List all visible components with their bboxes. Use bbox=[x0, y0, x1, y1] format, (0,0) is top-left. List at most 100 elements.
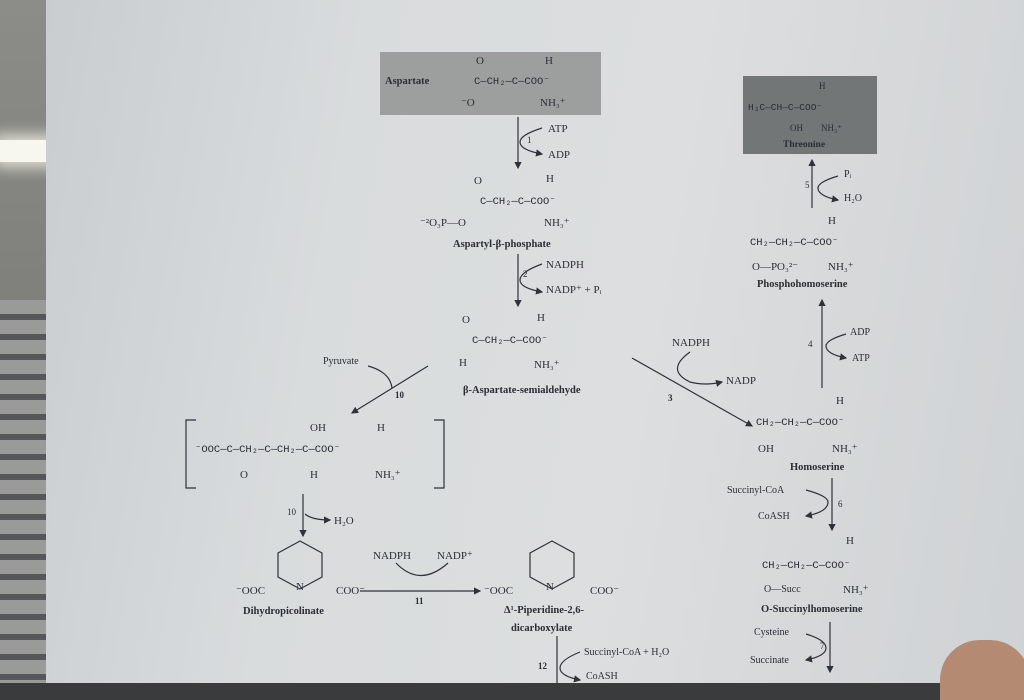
step7-number: 7 bbox=[820, 641, 825, 651]
threonine-highlight bbox=[743, 76, 877, 154]
succinylhomoserine-succ: O—Succ bbox=[764, 584, 801, 595]
aspartyl-phosphate-group: ⁻²O₃P—O bbox=[420, 217, 466, 229]
homoserine-h: H bbox=[836, 395, 844, 407]
aspartate-h: H bbox=[545, 55, 553, 67]
step11-nadph: NADPH bbox=[373, 550, 411, 562]
step4-number: 4 bbox=[808, 339, 813, 349]
phosphohomoserine-po: O—PO₃²⁻ bbox=[752, 261, 798, 273]
step5-h2o: H₂O bbox=[844, 193, 862, 204]
homoserine-nh3: NH₃⁺ bbox=[832, 443, 858, 455]
step10b-curve bbox=[304, 513, 332, 524]
step10b-number: 10 bbox=[287, 507, 296, 517]
step12-curve bbox=[559, 651, 582, 683]
step10a-curve bbox=[367, 365, 393, 389]
intermediate-h-top: H bbox=[377, 422, 385, 434]
aspartyl-nh3: NH₃⁺ bbox=[544, 217, 570, 229]
step1-adp: ADP bbox=[548, 149, 571, 161]
aspartate-nh3: NH₃⁺ bbox=[540, 97, 566, 109]
bracket-right bbox=[434, 419, 445, 489]
threonine-label: Threonine bbox=[783, 140, 826, 150]
step12-coash: CoASH bbox=[586, 671, 618, 682]
step10a-arrow bbox=[350, 365, 429, 414]
step10b-h2o: H₂O bbox=[334, 515, 354, 527]
homoserine-chain: CH₂—CH₂—C—COO⁻ bbox=[756, 417, 845, 429]
bracket-left bbox=[185, 419, 196, 489]
piperidine-right: COO⁻ bbox=[590, 585, 620, 597]
step3-curve bbox=[676, 351, 724, 387]
semialdehyde-h-left: H bbox=[459, 357, 467, 369]
dihydro-right: COO⁻ bbox=[336, 585, 366, 597]
step1-number: 1 bbox=[527, 135, 532, 145]
succinylhomoserine-chain: CH₂—CH₂—C—COO⁻ bbox=[762, 560, 851, 572]
aspartate-highlight bbox=[380, 52, 601, 115]
semialdehyde-label: β-Aspartate-semialdehyde bbox=[463, 385, 581, 396]
step1-atp: ATP bbox=[548, 123, 568, 135]
phosphohomoserine-label: Phosphohomoserine bbox=[757, 279, 848, 290]
step10a-number: 10 bbox=[395, 390, 404, 400]
aspartyl-o: O bbox=[474, 175, 482, 187]
step3-nadph: NADPH bbox=[672, 337, 710, 349]
step3-number: 3 bbox=[668, 393, 673, 403]
aspartate-label: Aspartate bbox=[385, 76, 430, 87]
step12-succinyl: Succinyl-CoA + H₂O bbox=[584, 647, 670, 658]
step5-number: 5 bbox=[805, 180, 810, 190]
pathway-drawing bbox=[185, 117, 848, 683]
step7-cysteine: Cysteine bbox=[754, 627, 789, 638]
step4-curve bbox=[825, 333, 848, 361]
step6-succinyl: Succinyl-CoA bbox=[727, 485, 785, 496]
semialdehyde-nh3: NH₃⁺ bbox=[534, 359, 560, 371]
threonine-chain: H₃C—CH—C—COO⁻ bbox=[748, 102, 823, 113]
step1-curve bbox=[519, 127, 544, 157]
threonine-h: H bbox=[819, 81, 826, 91]
dihydro-n: N bbox=[296, 581, 304, 593]
piperidine-label-line2: dicarboxylate bbox=[511, 623, 573, 634]
dihydro-left: ⁻OOC bbox=[236, 585, 266, 597]
succinylhomoserine-label: O-Succinylhomoserine bbox=[761, 604, 863, 615]
step6-curve bbox=[804, 489, 829, 519]
phosphohomoserine-chain: CH₂—CH₂—C—COO⁻ bbox=[750, 237, 839, 249]
step2-number: 2 bbox=[523, 269, 528, 279]
step11-number: 11 bbox=[415, 596, 424, 606]
semialdehyde-chain: C—CH₂—C—COO⁻ bbox=[472, 335, 548, 347]
thumb bbox=[940, 640, 1024, 700]
step4-atp: ATP bbox=[852, 353, 870, 364]
dihydropicolinate-label: Dihydropicolinate bbox=[243, 606, 324, 617]
piperidine-ring bbox=[529, 540, 575, 590]
step2-nadp: NADP⁺ + Pᵢ bbox=[546, 284, 602, 296]
intermediate-nh3: NH₃⁺ bbox=[375, 469, 401, 481]
step5-pi: Pᵢ bbox=[844, 169, 852, 180]
succinylhomoserine-h: H bbox=[846, 535, 854, 547]
step7-curve bbox=[804, 633, 827, 663]
semialdehyde-h-top: H bbox=[537, 312, 545, 324]
succinylhomoserine-nh3: NH₃⁺ bbox=[843, 584, 869, 596]
step2-nadph: NADPH bbox=[546, 259, 584, 271]
step12-number: 12 bbox=[538, 661, 547, 671]
dihydropicolinate-ring bbox=[277, 540, 323, 590]
intermediate-h-bottom: H bbox=[310, 469, 318, 481]
piperidine-left: ⁻OOC bbox=[484, 585, 514, 597]
intermediate-o: O bbox=[240, 469, 248, 481]
intermediate-chain: ⁻OOC—C—CH₂—C—CH₂—C—COO⁻ bbox=[195, 444, 340, 456]
step11-curve bbox=[395, 562, 449, 576]
step3-arrow bbox=[631, 357, 754, 427]
piperidine-n: N bbox=[546, 581, 554, 593]
phosphohomoserine-nh3: NH₃⁺ bbox=[828, 261, 854, 273]
intermediate-oh: OH bbox=[310, 422, 326, 434]
aspartyl-h: H bbox=[546, 173, 554, 185]
phosphohomoserine-h: H bbox=[828, 215, 836, 227]
threonine-oh: OH bbox=[790, 123, 803, 133]
aspartyl-label: Aspartyl-β-phosphate bbox=[453, 239, 551, 250]
aspartate-chain: C—CH₂—C—COO⁻ bbox=[474, 76, 550, 88]
aspartate-o: O bbox=[476, 55, 484, 67]
threonine-nh3: NH₃⁺ bbox=[821, 123, 842, 133]
step6-coash: CoASH bbox=[758, 511, 790, 522]
homoserine-oh: OH bbox=[758, 443, 774, 455]
step6-number: 6 bbox=[838, 499, 843, 509]
step3-nadp: NADP bbox=[726, 375, 756, 387]
step7-succinate: Succinate bbox=[750, 655, 789, 666]
aspartate-neg-o: ⁻O bbox=[461, 97, 475, 109]
semialdehyde-o: O bbox=[462, 314, 470, 326]
step11-nadp: NADP⁺ bbox=[437, 550, 473, 562]
homoserine-label: Homoserine bbox=[790, 462, 845, 473]
step5-curve bbox=[817, 175, 840, 203]
